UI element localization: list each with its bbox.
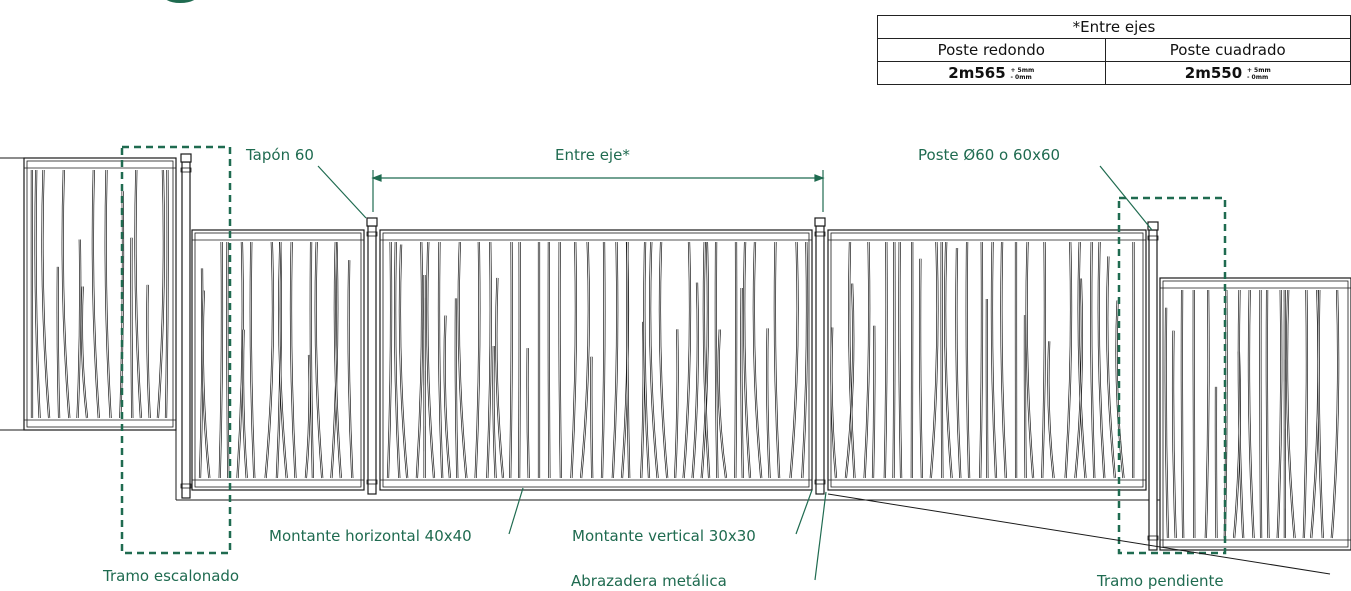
value-poste-redondo: 2m565 + 5mm- 0mm	[877, 61, 1106, 85]
post-1	[180, 153, 192, 499]
value-poste-cuadrado: 2m550 + 5mm- 0mm	[1104, 61, 1351, 85]
label-entre-eje: Entre eje*	[555, 146, 630, 164]
label-tapon: Tapón 60	[246, 146, 314, 164]
panel-main-2	[379, 229, 813, 491]
spec-table: *Entre ejes Poste redondo Poste cuadrado…	[877, 15, 1351, 85]
montante-vertical-leader	[795, 489, 813, 535]
label-tramo-pendiente: Tramo pendiente	[1097, 572, 1224, 590]
panel-main-3	[827, 229, 1147, 491]
fence-panels	[0, 157, 1351, 551]
dashed-boxes	[120, 145, 1227, 555]
post-2	[366, 217, 378, 495]
col-poste-redondo: Poste redondo	[877, 38, 1106, 62]
label-montante-vertical: Montante vertical 30x30	[572, 527, 756, 545]
col-poste-cuadrado: Poste cuadrado	[1104, 38, 1351, 62]
post-3	[814, 217, 826, 495]
label-poste: Poste Ø60 o 60x60	[918, 146, 1061, 164]
abrazadera-leader	[814, 491, 827, 581]
tolerance-cuadrado: + 5mm- 0mm	[1246, 66, 1271, 81]
post-4	[1147, 221, 1159, 551]
panel-main-1	[191, 229, 365, 491]
montante-horizontal-leader	[508, 487, 524, 535]
tramo-escalonado-box	[120, 145, 232, 555]
fence-posts	[180, 153, 1159, 551]
spec-table-header: *Entre ejes	[877, 15, 1351, 39]
value-cuadrado-text: 2m550	[1184, 64, 1243, 82]
tramo-pendiente-box	[1117, 196, 1227, 555]
value-redondo-text: 2m565	[948, 64, 1006, 82]
label-tramo-escalonado: Tramo escalonado	[103, 567, 240, 585]
leader-lines	[317, 165, 1153, 581]
tapon-leader	[317, 165, 367, 219]
entre-eje-dimension	[371, 170, 825, 212]
label-montante-horizontal: Montante horizontal 40x40	[269, 527, 472, 545]
slope-line	[827, 493, 1331, 575]
panel-left-stepped	[23, 157, 177, 431]
label-abrazadera: Abrazadera metálica	[571, 572, 727, 590]
tolerance-redondo: + 5mm- 0mm	[1010, 66, 1035, 81]
panel-right-sloped	[1159, 277, 1351, 551]
